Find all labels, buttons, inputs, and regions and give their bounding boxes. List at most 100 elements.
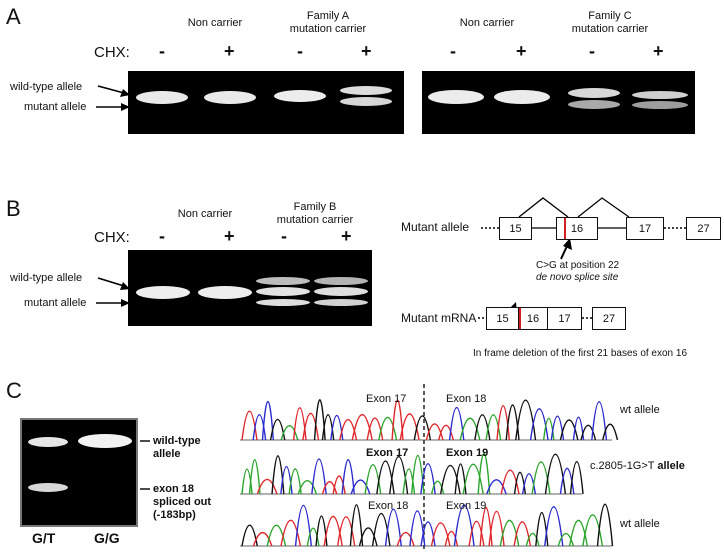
row2-left-exon: Exon 17	[366, 447, 409, 459]
trace-peak	[321, 481, 338, 495]
trace-peak	[349, 504, 364, 547]
trace-peak	[474, 414, 491, 441]
gel-band	[494, 90, 550, 104]
exon18-line1: exon 18	[153, 483, 194, 495]
gel-band	[340, 97, 392, 106]
trace-peak	[280, 425, 299, 441]
mutation-site-marker	[564, 218, 566, 239]
trace-peak	[294, 505, 313, 547]
trace-peak	[306, 527, 320, 547]
trace-peak	[580, 424, 597, 441]
trace-peak	[596, 503, 614, 547]
trace-peak	[389, 456, 409, 495]
panel-a-letter: A	[6, 4, 21, 29]
trace-peak	[529, 408, 549, 441]
treatment-mark: -	[159, 41, 165, 61]
trace-peak	[448, 406, 465, 441]
gel-panel-b	[128, 250, 372, 326]
gel-band	[314, 277, 368, 285]
family-c-title: Family C	[588, 10, 632, 22]
panel-a-group-noncarrier-1: Non carrier	[187, 17, 243, 29]
treatment-mark: -	[589, 41, 595, 61]
trace-peak	[364, 463, 382, 495]
gel-band	[28, 483, 68, 492]
trace-peak	[280, 519, 302, 547]
gel-band	[428, 90, 484, 104]
trace-peak	[439, 464, 461, 495]
panel-a-group-family-c: Family C mutation carrier	[550, 10, 670, 36]
panel-c-wildtype-label: wild-type allele	[153, 435, 201, 461]
gel-band	[340, 86, 392, 95]
gel-panel-a-right	[422, 71, 695, 134]
gel-band	[198, 286, 252, 299]
row2-right-exon: Exon 19	[446, 447, 489, 459]
trace-peak	[420, 462, 436, 495]
trace-peak	[376, 460, 395, 495]
gel-band	[632, 101, 688, 109]
trace-peak	[336, 516, 356, 547]
gel-band	[568, 88, 620, 98]
family-b-title: Family B	[293, 201, 337, 213]
family-c-subtitle: mutation carrier	[571, 23, 649, 35]
trace-peak	[391, 399, 404, 441]
trace-peak	[542, 417, 555, 441]
gel-band	[568, 100, 620, 109]
trace-peak	[425, 423, 444, 441]
panel-a-group-family-a: Family A mutation carrier	[268, 10, 388, 36]
trace-peak	[384, 508, 402, 547]
panel-b-mutant-label: mutant allele	[24, 297, 87, 309]
family-a-subtitle: mutation carrier	[289, 23, 367, 35]
panel-b-letter: B	[6, 196, 21, 221]
treatment-mark: +	[224, 41, 235, 61]
trace-peak	[341, 459, 355, 495]
lane-label-gt: G/T	[32, 530, 56, 546]
panel-a-mutant-label: mutant allele	[24, 101, 87, 113]
trace-peak	[302, 413, 320, 441]
gel-band	[314, 287, 368, 296]
gel-band	[314, 299, 368, 306]
trace-peak	[486, 479, 507, 495]
gel-panel-a-left	[128, 71, 404, 134]
lane-label-gg: G/G	[94, 530, 120, 546]
trace-peak	[350, 479, 371, 495]
deletion-note: In frame deletion of the first 21 bases …	[473, 348, 688, 359]
trace-peak	[288, 468, 302, 495]
row1-allele-label: wt allele	[620, 404, 660, 416]
row2-label-prefix: c.2805-1G>T	[590, 460, 658, 472]
treatment-mark: -	[281, 226, 287, 246]
trace-peak	[582, 514, 604, 547]
trace-peak	[297, 479, 318, 495]
gel-band	[204, 91, 256, 104]
trace-peak	[358, 527, 378, 547]
trace-peak	[485, 414, 502, 441]
treatment-mark: +	[224, 226, 235, 246]
trace-peak	[559, 468, 575, 495]
gel-band	[78, 434, 132, 448]
trace-peak	[402, 468, 416, 495]
gel-band	[256, 287, 310, 296]
gel-band	[256, 277, 310, 285]
allele-exon-16-label: 16	[570, 222, 584, 235]
mutant-allele-label: Mutant allele	[401, 220, 470, 234]
trace-peak	[468, 520, 485, 547]
trace-peak	[557, 532, 575, 547]
treatment-mark: -	[297, 41, 303, 61]
trace-peak	[500, 469, 520, 495]
panel-a-group-noncarrier-2: Non carrier	[459, 17, 515, 29]
trace-peak	[366, 417, 384, 441]
treatment-mark: -	[450, 41, 456, 61]
panel-b-wildtype-label: wild-type allele	[10, 272, 83, 284]
gel-band	[136, 91, 188, 104]
trace-peak	[459, 417, 481, 441]
row1-left-exon: Exon 17	[366, 393, 407, 405]
trace-peak	[568, 519, 588, 547]
panel-a-chx-label: CHX:	[94, 44, 130, 61]
trace-peak	[252, 414, 267, 441]
chromatogram-row-3	[240, 503, 614, 547]
gel-band	[256, 299, 310, 306]
trace-peak	[241, 410, 258, 441]
